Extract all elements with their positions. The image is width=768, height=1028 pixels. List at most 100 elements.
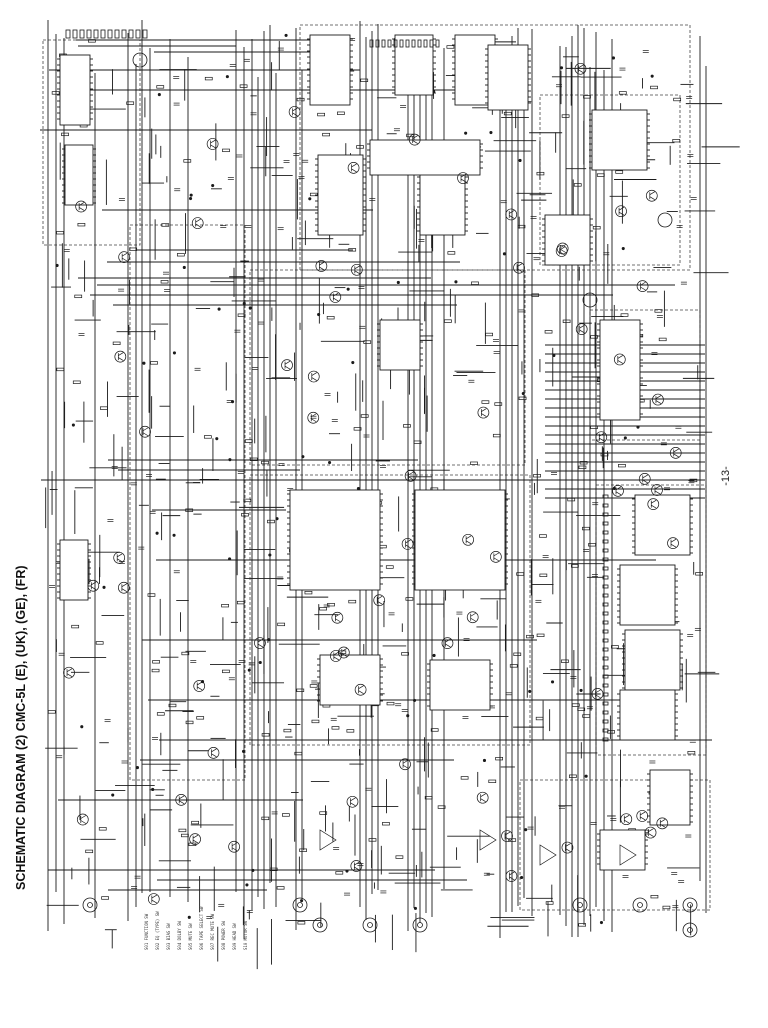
transistor-lead [142,427,149,432]
connector-pin [602,611,609,616]
motor [657,212,673,228]
ic-package [619,689,676,741]
resistor [590,425,598,429]
connector-pin [423,39,428,48]
transistor-lead [412,135,418,139]
connector-pin [114,29,120,39]
transistor [118,581,130,594]
junction-dot [275,517,279,521]
transistor [254,637,266,649]
resistor [430,728,439,732]
transistor-lead [617,360,623,364]
transistor [147,893,160,905]
jack-pin [417,922,423,928]
transistor-lead [481,408,487,412]
transistor-lead [333,297,339,302]
transistor [193,680,206,692]
junction-dot [172,351,176,355]
resistor [368,838,377,842]
transistor [175,794,188,806]
connector-pin [602,494,609,499]
resistor [382,822,390,826]
transistor [457,172,469,184]
resistor [460,776,469,780]
transistor-lead [579,329,585,334]
junction-dot [482,758,487,763]
junction-dot [345,869,349,873]
jack [292,897,308,913]
transistor-lead [480,798,486,802]
resistor [360,78,369,82]
resistor [592,226,601,230]
resistor [337,111,345,115]
transistor-lead [640,286,646,291]
resistor [156,85,165,89]
resistor [152,660,160,664]
resistor [168,703,177,708]
transistor-lead [192,834,199,839]
transistor [113,551,126,564]
resistor [567,497,576,502]
connector-pin [602,674,609,679]
transistor-lead [335,618,341,623]
transistor-lead [351,168,357,173]
ic-package [487,44,529,111]
resistor [203,435,212,439]
resistor [578,923,587,927]
resistor [596,173,605,177]
junction-dot [268,553,272,557]
resistor [283,728,292,733]
resistor [297,921,306,925]
connector-pin [602,512,609,517]
transistor-lead [670,543,677,548]
resistor [222,148,230,153]
connector-pin [65,29,71,39]
resistor [185,508,194,512]
transistor-lead [311,377,317,381]
transistor-lead [445,643,451,648]
connector-pin [128,29,134,39]
transistor [288,106,301,118]
op-amp [619,844,637,866]
transistors [63,62,682,905]
transistor-lead [311,372,317,376]
resistor [526,634,534,639]
junction-dot [211,183,215,188]
connector-pin [602,530,609,535]
junction-dot [650,74,654,78]
transistor [337,646,350,659]
transistor-lead [354,270,361,275]
transistor-lead [210,144,216,149]
transistor-lead [559,251,565,256]
transistor-lead [624,819,630,824]
resistor [239,84,248,88]
resistor [56,231,64,235]
transistor-lead [179,795,185,800]
transistor-lead [642,479,648,484]
resistor [185,720,194,725]
resistor [544,330,553,334]
junction-dot [346,287,350,291]
junction-dot [317,312,321,317]
transistor [595,431,608,444]
junction-dot [356,486,360,491]
resistor [112,341,121,345]
junction-dot [623,436,627,440]
resistor [695,572,704,576]
transistor-lead [509,210,515,214]
resistor [147,593,156,597]
jack [682,897,698,913]
jack [572,897,588,913]
resistor [236,600,245,605]
transistor-lead [651,504,657,509]
motor [132,52,148,68]
transistor-lead [333,292,339,297]
transistor-lead [651,499,657,504]
resistor [244,439,253,443]
resistor [99,406,108,410]
transistor-lead [509,876,515,881]
resistor [509,664,518,668]
junction-dot [351,360,355,365]
transistor-lead [319,266,325,271]
jack-pin [367,922,373,928]
